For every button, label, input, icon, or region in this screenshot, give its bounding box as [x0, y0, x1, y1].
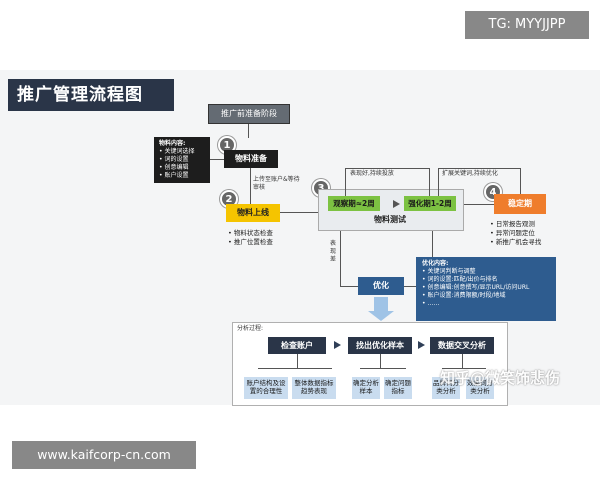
stable-items: • 日常报告观测 • 异常问题定位 • 新推广机会寻找	[490, 220, 541, 247]
connector-line	[462, 354, 463, 368]
analysis-label: 分析过程:	[237, 325, 264, 332]
optimize-content-title: 优化内容:	[422, 260, 449, 267]
poor-note: 表现差	[330, 240, 337, 263]
connector-line	[340, 286, 358, 287]
stable-item: • 日常报告观测	[490, 220, 535, 228]
connector-line	[438, 168, 520, 169]
optimize-item: • 词的设置:匹配/出价与排名	[422, 276, 498, 283]
material-content-title: 物料内容:	[159, 140, 186, 147]
optimize-item: • 账户设置:消费限额/时段/地域	[422, 292, 506, 299]
analysis-sub-structure: 账户结构及设置的合理性	[244, 377, 288, 399]
stable-item: • 异常问题定位	[490, 229, 535, 237]
optimize-content-box: 优化内容: • 关键词判断与调整 • 词的设置:匹配/出价与排名 • 创意编辑:…	[416, 257, 556, 321]
optimize-item: • 关键词判断与调整	[422, 268, 476, 275]
analysis-step-check: 检查账户	[268, 337, 326, 354]
optimize-box: 优化	[358, 277, 404, 295]
upload-note: 上传至账户&等待审核	[253, 176, 300, 191]
connector-line	[210, 159, 224, 160]
material-prep-box: 物料准备	[224, 150, 278, 168]
analysis-sub-metric: 确定问题指标	[384, 377, 412, 399]
expand-note: 扩展关键词,持续优化	[442, 170, 498, 177]
observe-period-box: 观察期≈2周	[328, 196, 380, 211]
connector-line	[280, 212, 320, 213]
connector-line	[520, 168, 521, 194]
analysis-sub-brand: 品牌词分类分析	[432, 377, 460, 399]
watermark: 知乎@微笑饰悲伤	[440, 369, 561, 387]
arrow-right-icon	[393, 200, 400, 208]
online-checks: • 物料状态检查 • 推广位置检查	[228, 229, 273, 247]
optimize-item: • 创意编辑:创意撰写/显示URL/访问URL	[422, 284, 530, 291]
connector-line	[345, 168, 346, 196]
connector-line	[464, 204, 494, 205]
online-check-item: • 推广位置检查	[228, 238, 273, 246]
analysis-step-cross: 数据交叉分析	[430, 337, 494, 354]
corner-tag: TG: MYYJJPP	[465, 11, 589, 39]
analysis-sub-effect: 效果词分类分析	[466, 377, 494, 399]
material-item: • 词的设置	[159, 156, 189, 163]
diagram-title: 推广管理流程图	[8, 79, 174, 111]
material-test-label: 物料测试	[374, 215, 406, 225]
material-item: • 账户设置	[159, 172, 189, 179]
enhance-period-box: 强化期1-2周	[404, 196, 456, 211]
down-arrow-icon	[374, 297, 388, 311]
down-arrow-head	[368, 311, 394, 321]
connector-line	[345, 168, 429, 169]
stable-item: • 新推广机会寻找	[490, 238, 542, 246]
material-item: • 创意编辑	[159, 164, 189, 171]
connector-line	[380, 354, 381, 368]
analysis-step-sample: 找出优化样本	[348, 337, 412, 354]
connector-line	[442, 368, 486, 369]
online-check-item: • 物料状态检查	[228, 229, 273, 237]
connector-line	[438, 168, 439, 196]
connector-line	[432, 231, 433, 259]
connector-line	[297, 354, 298, 368]
connector-line	[429, 168, 430, 196]
connector-line	[404, 286, 416, 287]
connector-line	[248, 124, 249, 138]
optimize-item: • ……	[422, 300, 440, 307]
connector-line	[340, 231, 341, 286]
analysis-sub-trend: 整体数据指标趋势表现	[292, 377, 336, 399]
site-tag: www.kaifcorp-cn.com	[12, 441, 196, 469]
analysis-sub-sample: 确定分析样本	[352, 377, 380, 399]
stage-prep-box: 推广前准备阶段	[208, 104, 290, 124]
connector-line	[250, 168, 251, 204]
perf-good-note: 表现好,持续投放	[350, 170, 394, 177]
material-content-box: 物料内容: • 关键词选择 • 词的设置 • 创意编辑 • 账户设置	[154, 137, 210, 183]
connector-line	[258, 368, 332, 369]
material-item: • 关键词选择	[159, 148, 195, 155]
arrow-right-icon	[334, 341, 341, 349]
stable-period-box: 稳定期	[494, 194, 546, 214]
material-online-box: 物料上线	[226, 204, 280, 222]
arrow-right-icon	[418, 341, 425, 349]
connector-line	[360, 368, 406, 369]
